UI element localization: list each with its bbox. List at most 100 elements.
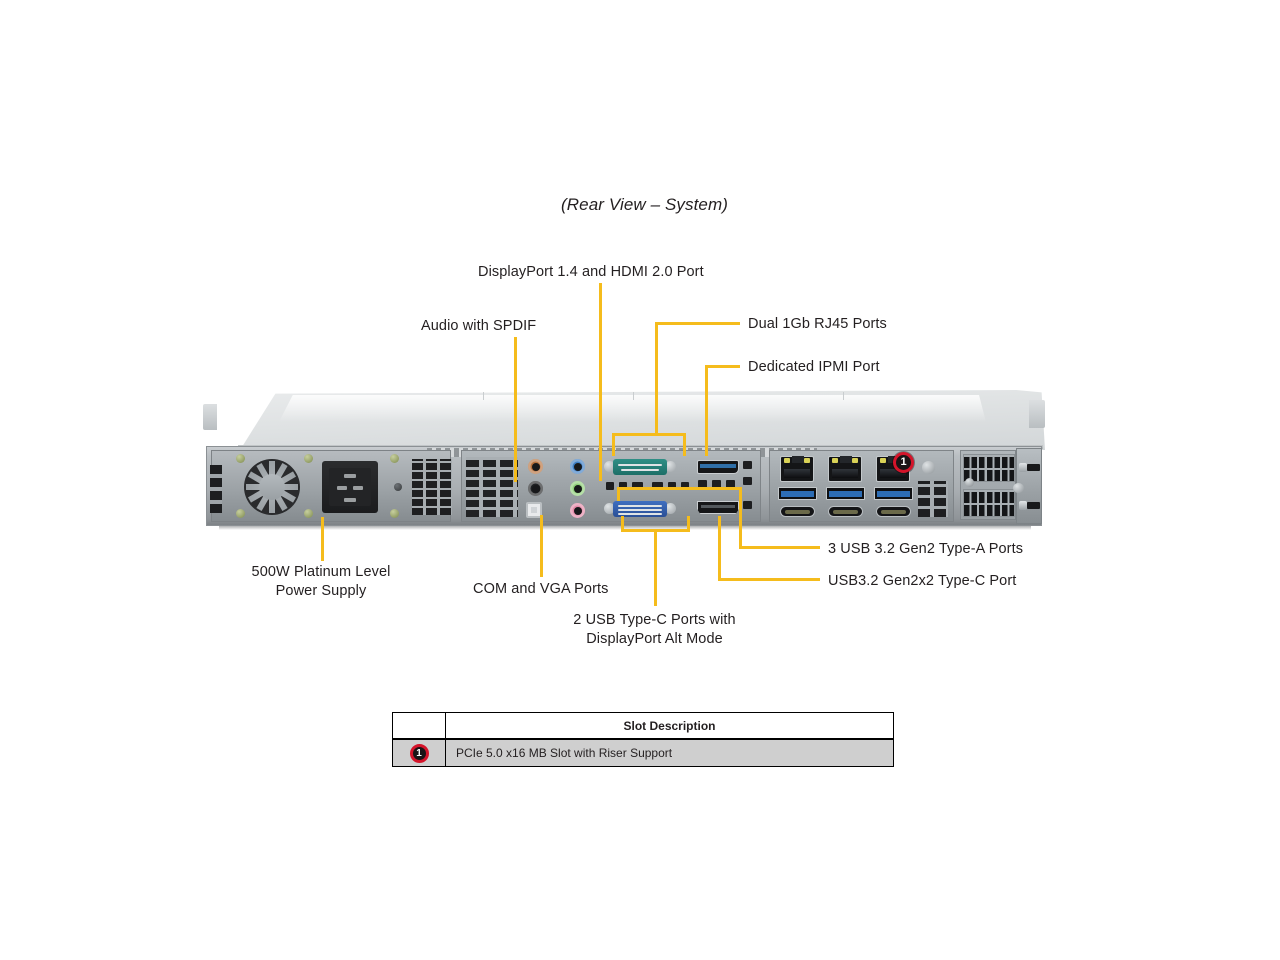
callout-label-displayport-hdmi: DisplayPort 1.4 and HDMI 2.0 Port: [478, 264, 704, 280]
leader-rj45-horizontal: [655, 322, 740, 325]
callout-label-usb-typec: USB3.2 Gen2x2 Type-C Port: [828, 573, 1017, 589]
io-mini-port: [698, 480, 707, 488]
io-shield: [461, 450, 761, 522]
audio-jack-line-out: [570, 481, 585, 496]
chassis-lid: [203, 390, 1045, 450]
leader-rj45-tick-1: [612, 433, 615, 456]
io-vent-grid: [466, 457, 518, 517]
pcie-thumbscrew: [965, 478, 974, 487]
leader-typec-dp-tick-2: [687, 516, 690, 532]
psu-vent-grid: [412, 459, 452, 515]
pcie-rear-bracket: [1013, 448, 1042, 524]
io-mini-port: [681, 482, 689, 490]
usb-type-c-port-1: [780, 506, 815, 517]
lid-highlight: [278, 394, 987, 423]
usb-type-a-port-1: [778, 487, 817, 500]
io-mini-port: [743, 477, 752, 485]
network-block-vent: [918, 481, 948, 517]
rj45-port-lan1: [780, 456, 814, 482]
table-header-blank: [392, 712, 446, 740]
chassis-thumbscrew: [922, 461, 935, 474]
power-supply-module: [210, 450, 452, 522]
lid-lip-left: [203, 404, 217, 430]
leader-rj45-vertical: [655, 322, 658, 436]
psu-screw: [304, 454, 313, 463]
lid-seam: [483, 392, 484, 400]
io-mini-port: [652, 482, 663, 490]
psu-screw: [304, 509, 313, 518]
com-serial-port: [604, 459, 676, 475]
leader-com-vga: [540, 515, 543, 577]
pcie-slot-cover-lower: [963, 489, 1015, 517]
io-mini-port: [726, 480, 735, 488]
power-inlet-c14: [322, 461, 378, 513]
psu-screw: [236, 454, 245, 463]
usb-type-a-port-2: [826, 487, 865, 500]
psu-screw: [390, 509, 399, 518]
leader-typea-bracket-top: [617, 487, 742, 490]
leader-rj45-bracket: [612, 433, 686, 436]
network-usb-block: [769, 450, 954, 522]
usb-type-a-port-3: [874, 487, 913, 500]
io-mini-port: [632, 482, 643, 490]
io-mini-port: [619, 482, 627, 490]
callout-label-rj45: Dual 1Gb RJ45 Ports: [748, 316, 887, 332]
audio-jack-rear-surround: [528, 481, 543, 496]
table-cell-slot-description: PCIe 5.0 x16 MB Slot with Riser Support: [445, 738, 894, 767]
slot-marker-badge: 1: [409, 743, 429, 763]
leader-typea-left: [617, 487, 620, 501]
lid-lip-right: [1029, 400, 1045, 428]
audio-jack-microphone: [570, 503, 585, 518]
leader-typec-horizontal: [718, 578, 820, 581]
leader-typec-dp-vertical: [654, 529, 657, 606]
slot-description-table: Slot Description 1 PCIe 5.0 x16 MB Slot …: [392, 712, 894, 767]
table-header-row: Slot Description: [392, 712, 894, 740]
io-mini-port: [712, 480, 721, 488]
audio-jack-line-in: [570, 459, 585, 474]
callout-label-ipmi: Dedicated IPMI Port: [748, 359, 880, 375]
leader-typea-vertical: [739, 487, 742, 546]
io-mini-port: [606, 482, 614, 490]
psu-hole: [394, 483, 402, 491]
audio-jack-center-subwoofer: [528, 459, 543, 474]
leader-ipmi-horizontal: [705, 365, 740, 368]
callout-label-usb-typec-dp-line1: 2 USB Type-C Ports with: [573, 612, 736, 628]
hdmi-port: [697, 501, 739, 514]
spdif-optical-port: [526, 502, 542, 518]
leader-audio-spdif: [514, 337, 517, 482]
leader-ipmi-vertical: [705, 365, 708, 456]
usb-type-c-port-3: [876, 506, 911, 517]
leader-typec-dp-tick-1: [621, 516, 624, 532]
table-row: 1 PCIe 5.0 x16 MB Slot with Riser Suppor…: [392, 738, 894, 767]
pcie-slot-covers: [960, 450, 1016, 520]
displayport-port: [697, 460, 739, 474]
chassis-left-ports: [210, 465, 222, 513]
callout-label-usb-typec-dp-line2: DisplayPort Alt Mode: [586, 631, 723, 647]
psu-screw: [390, 454, 399, 463]
callout-label-power-supply-line1: 500W Platinum Level: [251, 564, 391, 580]
leader-displayport-hdmi: [599, 283, 602, 481]
psu-screw: [236, 509, 245, 518]
leader-power-supply: [321, 517, 324, 561]
usb-type-c-port-2: [828, 506, 863, 517]
table-cell-slot-number: 1: [392, 738, 446, 767]
leader-rj45-tick-2: [683, 433, 686, 456]
vga-port: [604, 501, 676, 517]
rj45-port-lan2: [828, 456, 862, 482]
io-mini-port: [668, 482, 676, 490]
io-mini-port: [743, 461, 752, 469]
pcie-slot-cover-upper: [963, 454, 1015, 482]
chassis-shadow: [219, 526, 1031, 530]
pcie-expansion-bay: [960, 448, 1042, 524]
diagram-title: (Rear View – System): [561, 195, 729, 214]
callout-label-audio-spdif: Audio with SPDIF: [421, 318, 537, 334]
psu-fan: [244, 459, 300, 515]
lid-seam: [633, 392, 634, 400]
leader-typea-horizontal: [739, 546, 820, 549]
callout-label-com-vga: COM and VGA Ports: [473, 581, 609, 597]
lid-seam: [843, 392, 844, 400]
leader-typec-vertical: [718, 516, 721, 580]
callout-label-power-supply-line2: Power Supply: [275, 583, 367, 599]
callout-label-usb-typea: 3 USB 3.2 Gen2 Type-A Ports: [828, 541, 1024, 557]
